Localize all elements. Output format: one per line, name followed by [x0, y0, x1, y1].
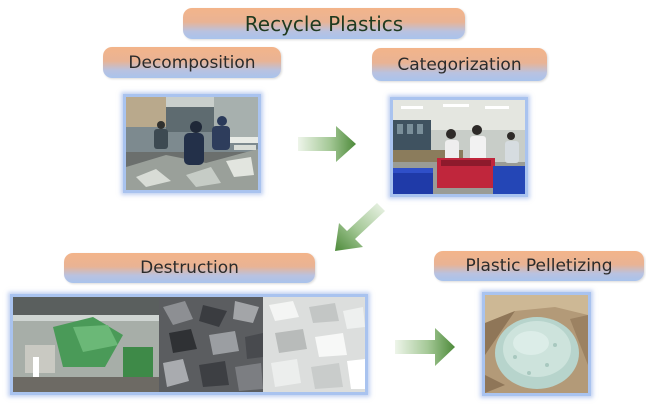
destruction-photo-image: [13, 297, 365, 392]
decomposition-photo: [123, 94, 261, 193]
pelletizing-photo-image: [485, 295, 588, 393]
arrow-down-left-icon: [333, 203, 385, 251]
step-categorization-text: Categorization: [397, 54, 522, 75]
step-destruction-label: Destruction: [64, 253, 315, 283]
step-pelletizing-label: Plastic Pelletizing: [434, 251, 644, 281]
arrow-right-icon: [395, 328, 455, 366]
diagram-title: Recycle Plastics: [183, 8, 465, 39]
decomposition-photo-image: [126, 97, 258, 190]
step-decomposition-text: Decomposition: [128, 52, 256, 73]
destruction-photo: [10, 294, 368, 395]
categorization-photo-image: [393, 100, 525, 194]
step-destruction-text: Destruction: [140, 258, 239, 278]
step-decomposition-label: Decomposition: [103, 47, 281, 78]
arrow-right-icon: [298, 126, 356, 162]
step-categorization-label: Categorization: [372, 48, 547, 81]
step-pelletizing-text: Plastic Pelletizing: [465, 256, 613, 276]
categorization-photo: [390, 97, 528, 197]
diagram-title-text: Recycle Plastics: [244, 11, 404, 36]
pelletizing-photo: [482, 292, 591, 396]
